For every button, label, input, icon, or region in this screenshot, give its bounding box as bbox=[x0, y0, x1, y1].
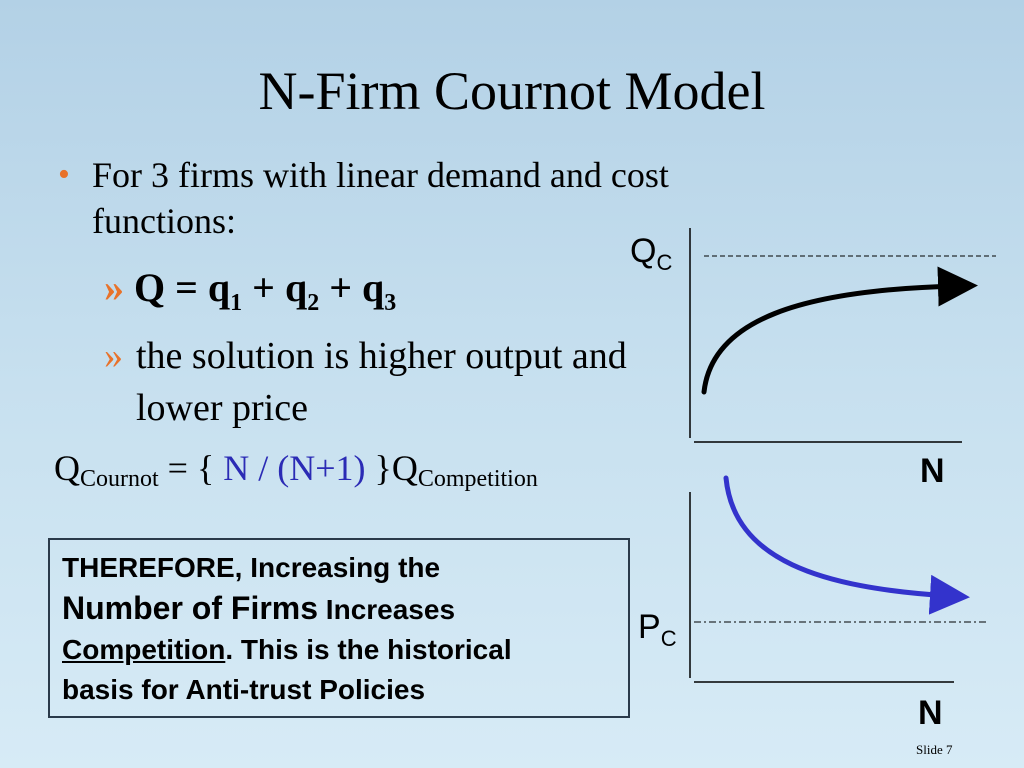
box-historical: . This is the historical bbox=[225, 634, 512, 665]
top-y-label-sub: C bbox=[656, 249, 673, 275]
top-x-label: N bbox=[920, 452, 945, 490]
formula-lhs: Q = q bbox=[134, 265, 231, 310]
box-line-4: basis for Anti-trust Policies bbox=[62, 674, 426, 705]
bottom-curve bbox=[723, 475, 970, 615]
eq-q1: Q bbox=[54, 448, 80, 488]
bottom-y-label: PC bbox=[638, 608, 677, 652]
bottom-y-label-main: P bbox=[638, 608, 661, 646]
sub-bullet-marker-icon: » bbox=[104, 265, 124, 310]
bottom-y-label-sub: C bbox=[660, 625, 677, 651]
bullet-main-text: For 3 firms with linear demand and cost … bbox=[92, 155, 669, 241]
eq-end: }Q bbox=[365, 448, 418, 488]
eq-sub-competition: Competition bbox=[417, 466, 538, 492]
bottom-x-label: N bbox=[918, 694, 943, 732]
cournot-equation: QCournot = { N / (N+1) }QCompetition bbox=[54, 445, 538, 502]
box-line-1: THEREFORE, Increasing the bbox=[62, 552, 441, 583]
box-increases: Increases bbox=[318, 594, 456, 625]
box-line-3: Competition. This is the historical bbox=[62, 630, 616, 670]
slide-number: Slide 7 bbox=[916, 742, 953, 757]
eq-ratio: N / (N+1) bbox=[223, 448, 366, 488]
conclusion-box: THEREFORE, Increasing the Number of Firm… bbox=[48, 538, 630, 718]
top-curve bbox=[701, 266, 978, 395]
sub-bullet-formula: » Q = q1 + q2 + q3 bbox=[104, 262, 396, 329]
sub-bullet-solution-text: the solution is higher output and lower … bbox=[136, 335, 627, 429]
formula-plus-2: + q bbox=[319, 265, 385, 310]
formula-index-1: 1 bbox=[230, 290, 243, 316]
sub-bullet-marker-icon: » bbox=[104, 335, 123, 377]
top-y-label-main: Q bbox=[630, 232, 657, 270]
formula-index-3: 3 bbox=[384, 290, 397, 316]
formula-index-2: 2 bbox=[307, 290, 320, 316]
eq-mid: = { bbox=[158, 448, 224, 488]
bullet-dot-icon: • bbox=[58, 156, 70, 193]
box-competition: Competition bbox=[62, 634, 226, 665]
box-number-of-firms: Number of Firms bbox=[62, 590, 319, 626]
eq-sub-cournot: Cournot bbox=[80, 466, 159, 492]
slide-title: N-Firm Cournot Model bbox=[258, 61, 766, 121]
box-line-2: Number of Firms Increases bbox=[62, 588, 616, 630]
top-y-label: QC bbox=[630, 232, 672, 276]
formula-plus-1: + q bbox=[242, 265, 308, 310]
